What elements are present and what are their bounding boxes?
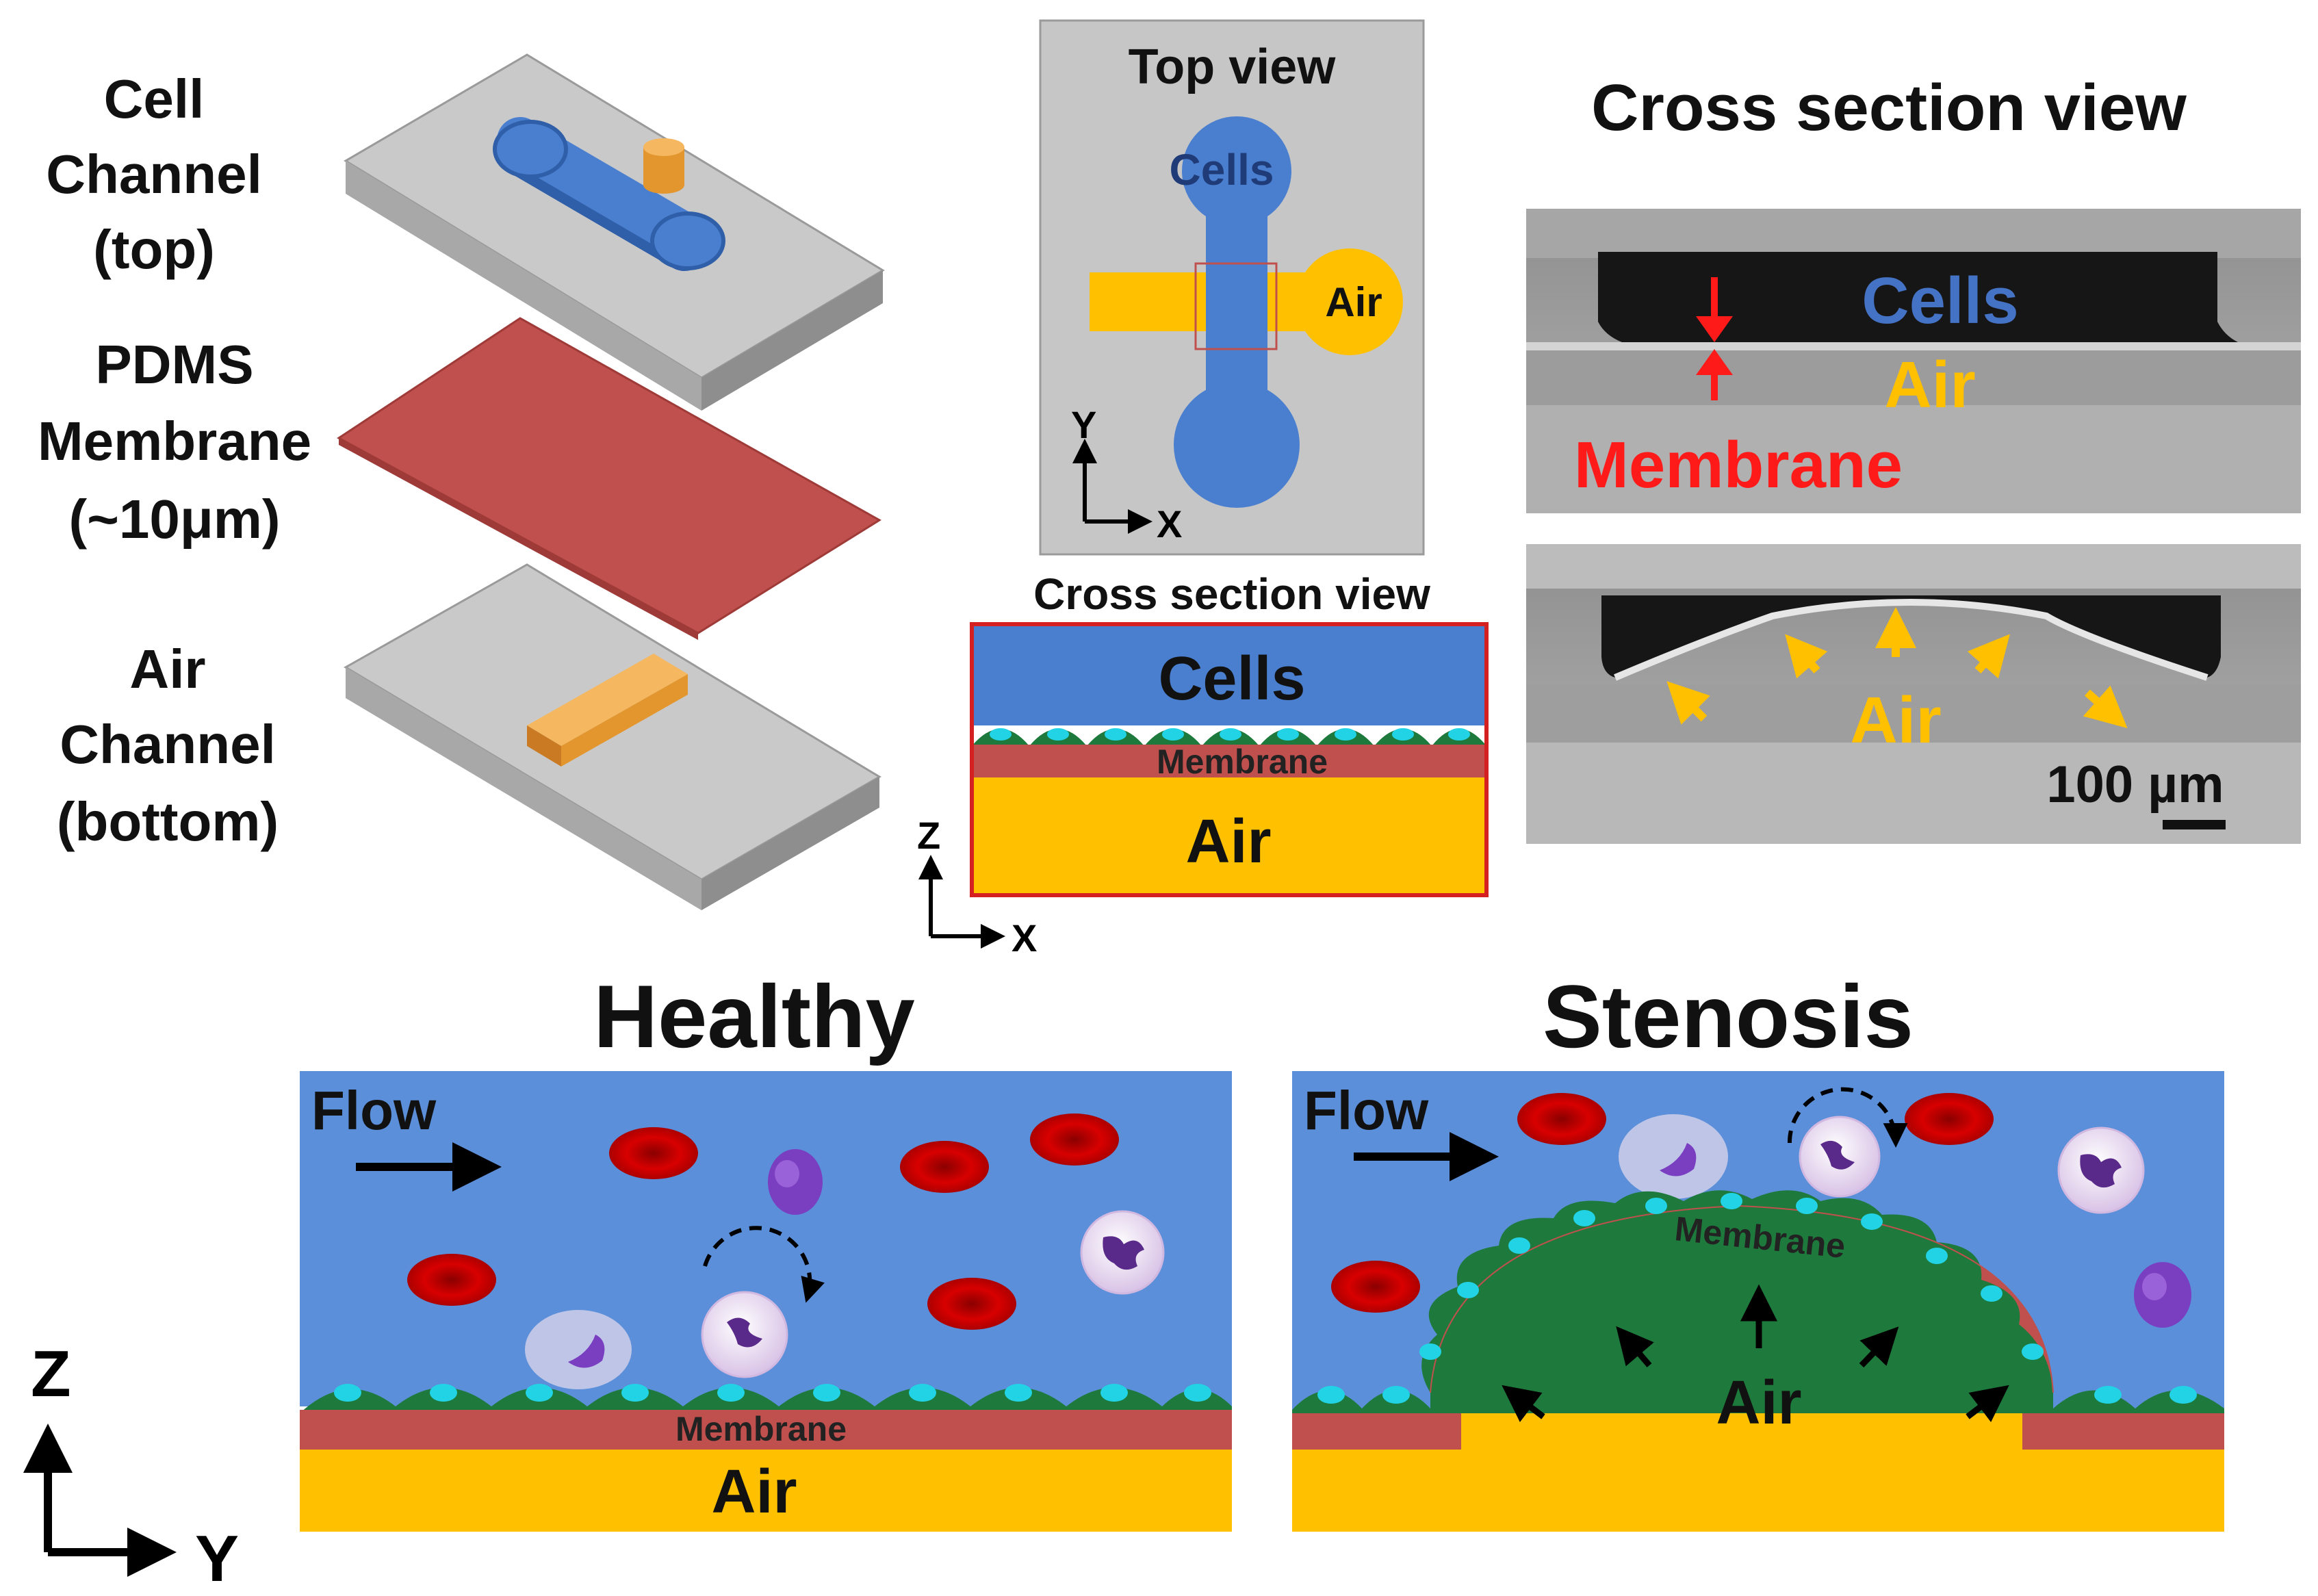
bottom-axis-z: Z: [31, 1337, 71, 1411]
cell-channel-shape: [493, 117, 725, 271]
top-view-section-box: [1194, 262, 1278, 350]
schematic-cross-section-title: Cross section view: [1033, 569, 1430, 619]
top-view-cell-channel: [1174, 116, 1300, 508]
schematic-cross-section: Cross section view Cells Membrane Air Z …: [917, 569, 1489, 960]
svg-text:(top): (top): [93, 219, 215, 280]
stenosis-air-label: Air: [1716, 1369, 1801, 1437]
svg-text:(~10μm): (~10μm): [68, 489, 280, 550]
exploded-device-view: Cell Channel (top) PDMS Membrane (~10μm)…: [38, 53, 885, 910]
top-view-cells-label: Cells: [1170, 145, 1274, 194]
schematic-endothelial-cells: [972, 728, 1486, 746]
svg-text:Channel: Channel: [46, 144, 262, 205]
svg-text:PDMS: PDMS: [95, 334, 253, 395]
micrograph-panels: Cross section view Cells Air Membrane: [1526, 71, 2301, 844]
top-view-panel: Top view Cells Air Y X: [1039, 19, 1425, 556]
stenosis-title: Stenosis: [1543, 966, 1914, 1066]
top-view-axis-x: X: [1157, 502, 1182, 545]
stenosis-red-blood-cells: [1331, 1093, 1994, 1313]
schematic-membrane: [972, 745, 1486, 777]
schematic-cells-label: Cells: [1158, 645, 1305, 713]
micrograph-bottom-air-label: Air: [1850, 684, 1941, 757]
healthy-flow-label: Flow: [311, 1080, 437, 1141]
healthy-air-region: [300, 1450, 1232, 1532]
schematic-membrane-label: Membrane: [1157, 743, 1328, 781]
stenosis-leukocyte-rolling: [1787, 1087, 1908, 1198]
scale-bar-label: 100 µm: [2046, 756, 2224, 814]
healthy-panel: Healthy Flow: [300, 966, 1232, 1532]
healthy-air-label: Air: [711, 1458, 797, 1526]
cell-channel-slab: [344, 53, 885, 411]
healthy-title: Healthy: [593, 966, 915, 1066]
stenosis-monocyte: [2134, 1262, 2191, 1328]
healthy-red-blood-cells: [407, 1114, 1119, 1330]
schematic-axis-x: X: [1012, 916, 1037, 960]
bottom-axes: Z Y: [23, 1337, 239, 1595]
top-view-air-label: Air: [1325, 279, 1382, 325]
scale-bar: [2163, 820, 2226, 829]
svg-text:Air: Air: [129, 639, 205, 699]
membrane-thickness-arrows: [1696, 277, 1733, 400]
micrograph-cells-label: Cells: [1862, 264, 2018, 337]
pdms-membrane-sheet: [337, 317, 881, 640]
cell-channel-label: Cell Channel (top): [46, 68, 262, 280]
air-channel-bar: [527, 654, 688, 767]
schematic-axis-z: Z: [917, 814, 940, 857]
healthy-monocyte: [768, 1149, 823, 1215]
stenosis-leukocyte: [2057, 1127, 2145, 1214]
micrograph-top-panel: Cells Air Membrane: [1526, 209, 2301, 513]
air-channel-label: Air Channel (bottom): [57, 639, 279, 852]
air-inlet-port: [643, 138, 684, 194]
healthy-leukocyte: [1080, 1210, 1165, 1295]
bottom-axis-y: Y: [195, 1522, 239, 1595]
stenosis-air-arrows: [1502, 1284, 2009, 1423]
healthy-adhered-leukocyte: [525, 1310, 632, 1389]
svg-text:(bottom): (bottom): [57, 791, 279, 852]
schematic-border: [970, 622, 1489, 897]
stenosis-panel: Stenosis Flow: [1292, 966, 2224, 1532]
micrograph-air-arrows: [1666, 607, 2128, 728]
top-view-axes: Y X: [1071, 403, 1182, 545]
svg-text:Channel: Channel: [60, 714, 276, 775]
schematic-air-label: Air: [1185, 808, 1271, 876]
top-view-title: Top view: [1129, 40, 1337, 94]
top-view-axis-y: Y: [1071, 403, 1096, 446]
healthy-endothelial-layer: [300, 1384, 1232, 1413]
healthy-membrane-label: Membrane: [675, 1410, 847, 1448]
stenosis-adhered-leukocyte: [1619, 1114, 1728, 1199]
schematic-axes: Z X: [917, 814, 1037, 960]
micrograph-membrane-label: Membrane: [1574, 428, 1903, 502]
svg-text:Cell: Cell: [104, 68, 205, 129]
healthy-membrane: [300, 1410, 1232, 1450]
stenosis-flow-label: Flow: [1304, 1080, 1429, 1141]
micrograph-air-label: Air: [1884, 348, 1975, 422]
schematic-air-region: [972, 777, 1486, 895]
micrograph-title: Cross section view: [1591, 71, 2187, 144]
micrograph-bottom-panel: Air 100 µm: [1526, 544, 2301, 844]
svg-text:Membrane: Membrane: [38, 411, 311, 472]
membrane-layer-label: PDMS Membrane (~10μm): [38, 334, 311, 550]
air-channel-slab: [344, 563, 881, 910]
healthy-leukocyte-rolling: [701, 1226, 825, 1378]
